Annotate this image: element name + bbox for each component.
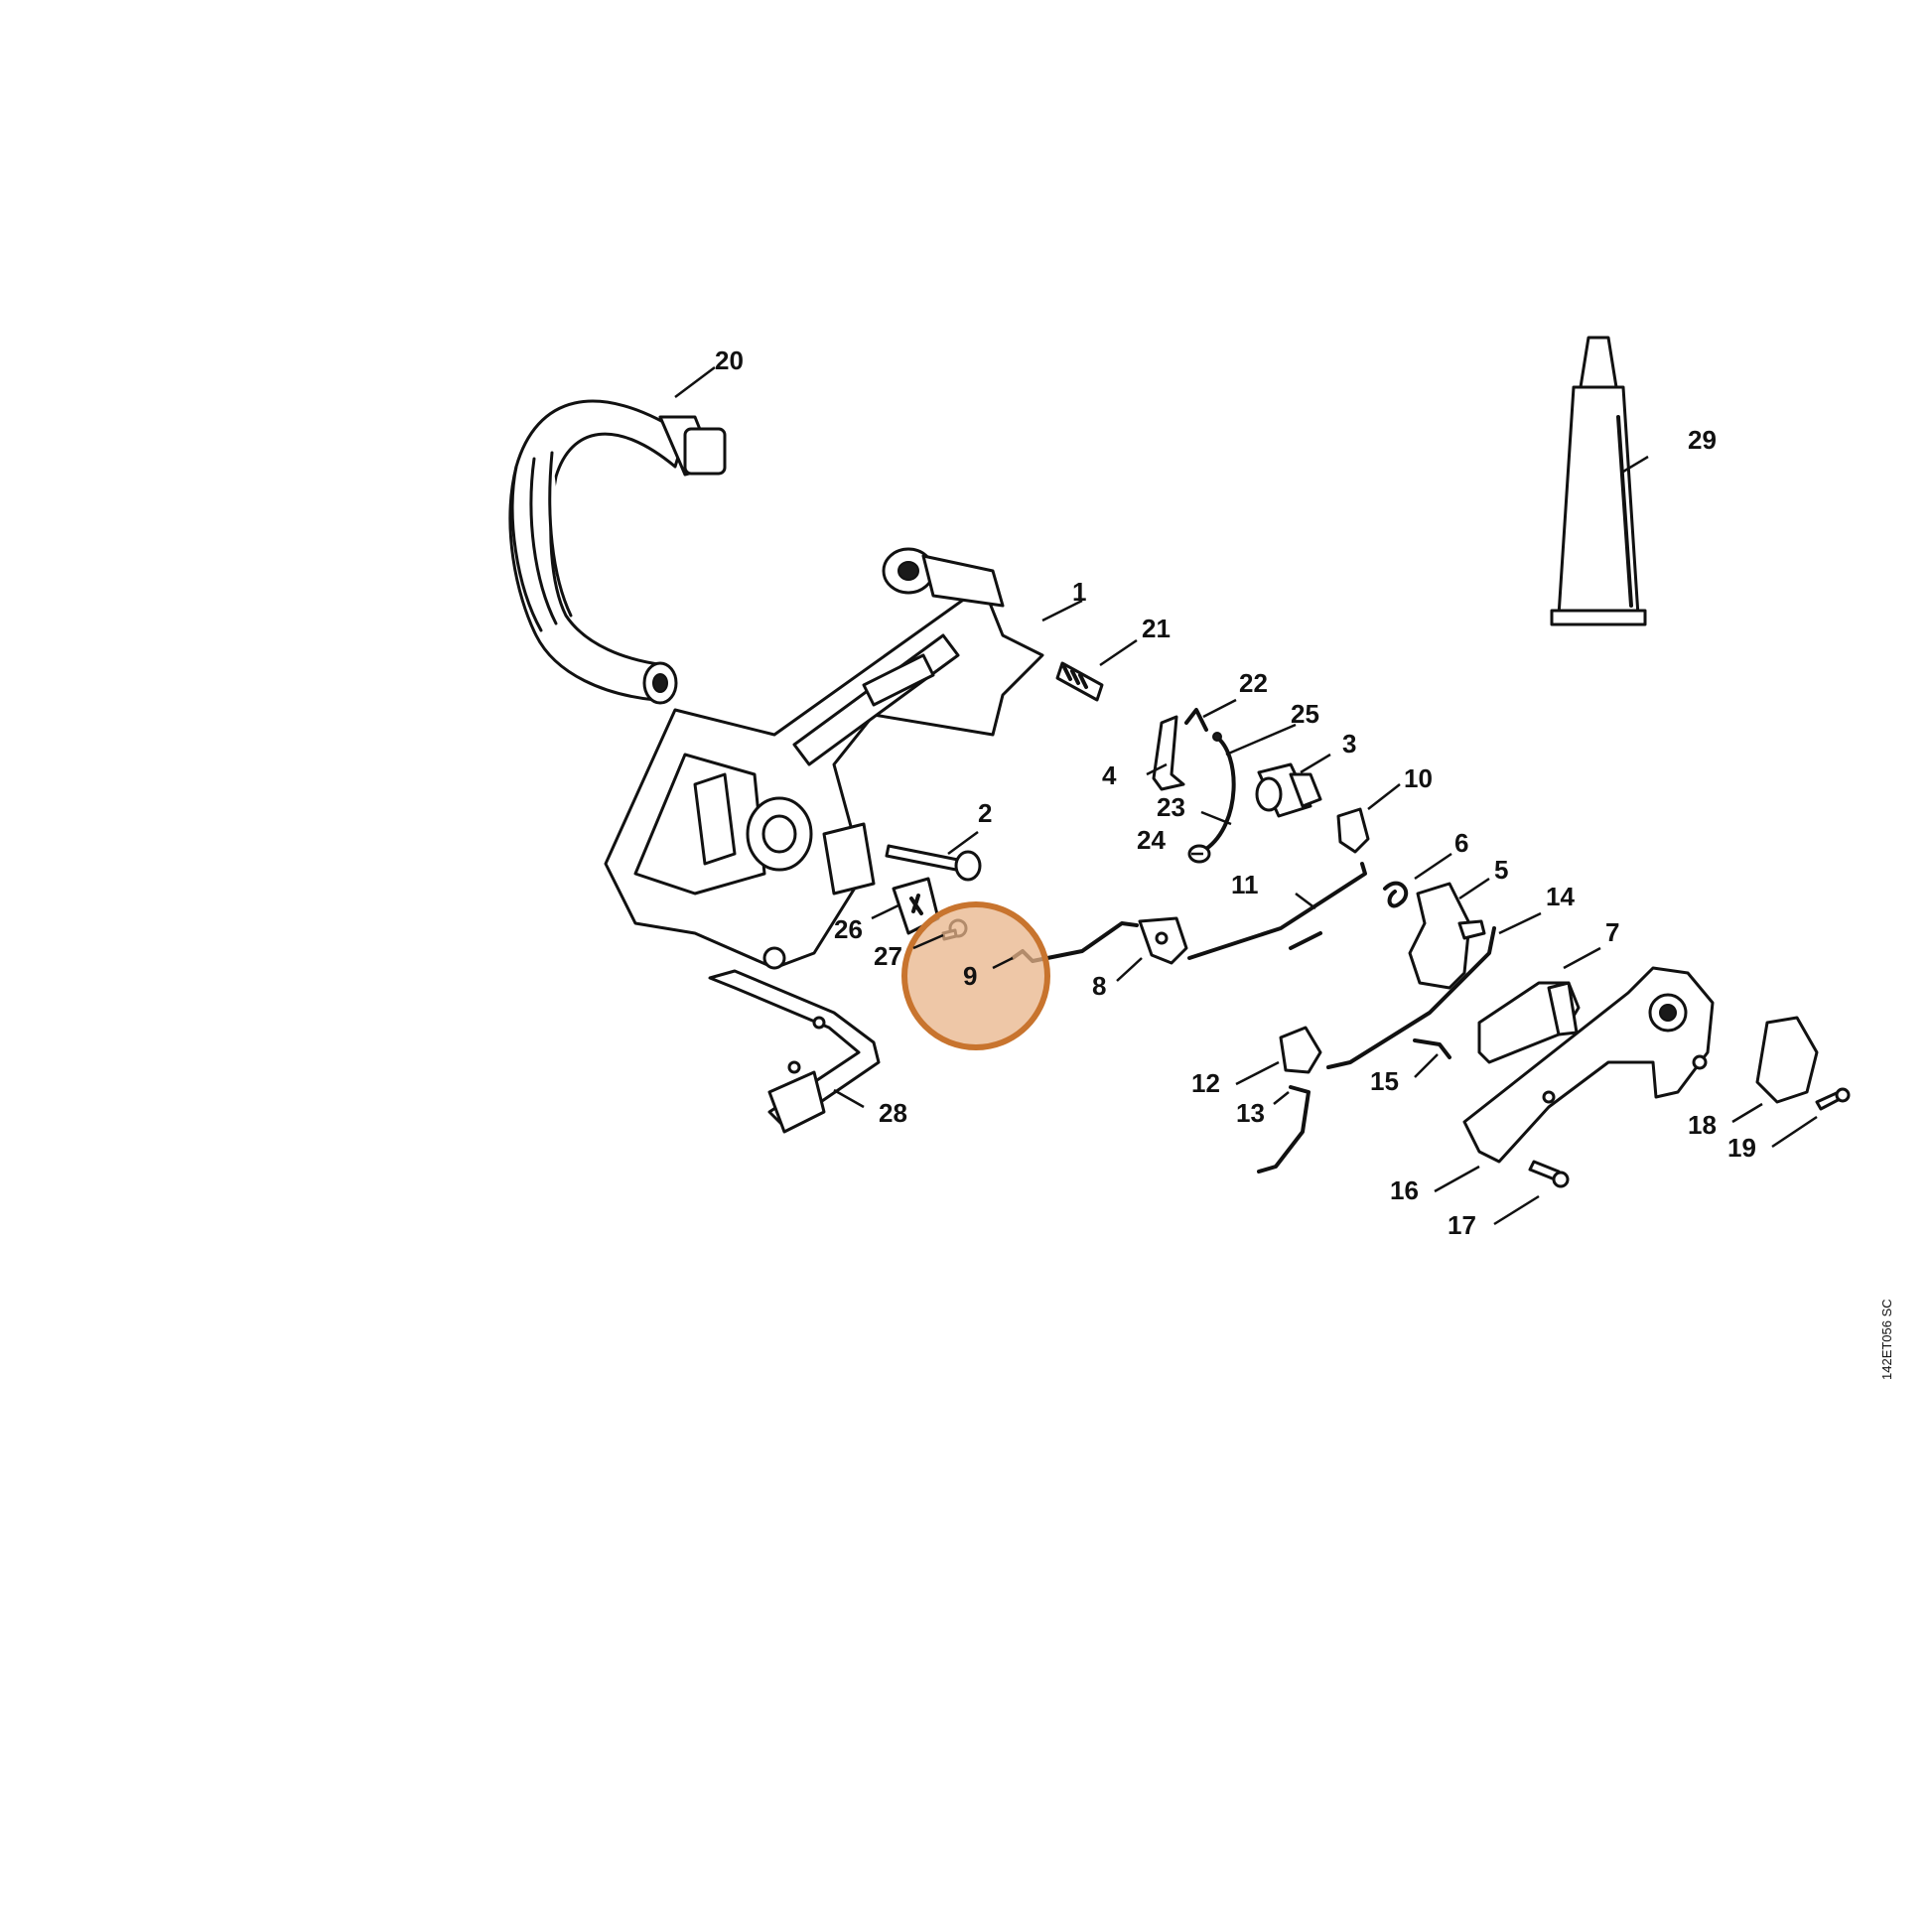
- part-7-cover[interactable]: [1477, 981, 1581, 1064]
- callout-27[interactable]: 27: [874, 941, 902, 971]
- part-28-bracket[interactable]: [708, 969, 881, 1134]
- part-12-cap[interactable]: [1279, 1026, 1322, 1074]
- callout-23[interactable]: 23: [1157, 792, 1185, 822]
- callout-24[interactable]: 24: [1137, 825, 1166, 855]
- callout-29[interactable]: 29: [1688, 425, 1717, 455]
- callout-13[interactable]: 13: [1236, 1098, 1265, 1128]
- part-21-screw[interactable]: [1055, 661, 1104, 702]
- part-2-screw[interactable]: [885, 844, 982, 882]
- part-1-handle-housing[interactable]: [604, 547, 1044, 970]
- callout-17[interactable]: 17: [1448, 1210, 1476, 1240]
- callout-3[interactable]: 3: [1342, 729, 1356, 759]
- reference-code: 142ET056 SC: [1879, 1299, 1894, 1380]
- leader-lines: [674, 366, 1818, 1226]
- callout-28[interactable]: 28: [879, 1098, 907, 1128]
- part-29-grease-tube[interactable]: [1550, 336, 1647, 626]
- callout-1[interactable]: 1: [1072, 577, 1086, 607]
- callout-2[interactable]: 2: [978, 798, 992, 828]
- part-15-spring[interactable]: [1413, 1038, 1451, 1059]
- part-25-23-24-cable[interactable]: [1187, 732, 1236, 864]
- callout-26[interactable]: 26: [834, 914, 863, 944]
- callout-9[interactable]: 9: [963, 961, 977, 991]
- callout-labels: 20 29 1 21 22 25 3 4 10 23 24 2 11 6 5 1…: [715, 345, 1756, 1240]
- part-8-lever[interactable]: [1138, 916, 1188, 965]
- part-4-bracket[interactable]: [1152, 715, 1185, 791]
- part-14-rod[interactable]: [1326, 926, 1496, 1069]
- part-3-switch[interactable]: [1255, 762, 1322, 818]
- callout-12[interactable]: 12: [1191, 1068, 1220, 1098]
- part-17-screw[interactable]: [1528, 1160, 1570, 1188]
- callout-6[interactable]: 6: [1454, 828, 1468, 858]
- part-16-bracket[interactable]: [1462, 966, 1715, 1164]
- callout-16[interactable]: 16: [1390, 1175, 1419, 1205]
- callout-18[interactable]: 18: [1688, 1110, 1717, 1140]
- callout-21[interactable]: 21: [1142, 614, 1171, 643]
- callout-4[interactable]: 4: [1102, 760, 1117, 790]
- part-5-trigger[interactable]: [1408, 882, 1486, 990]
- part-11-rod[interactable]: [1187, 862, 1367, 960]
- callout-8[interactable]: 8: [1092, 971, 1106, 1001]
- callout-15[interactable]: 15: [1370, 1066, 1399, 1096]
- part-18-cap[interactable]: [1755, 1016, 1819, 1104]
- callout-20[interactable]: 20: [715, 345, 744, 375]
- part-22-clip[interactable]: [1184, 708, 1208, 732]
- part-13-rod[interactable]: [1257, 1085, 1311, 1173]
- part-19-screw[interactable]: [1815, 1087, 1851, 1111]
- part-6-spring[interactable]: [1383, 881, 1409, 908]
- callout-7[interactable]: 7: [1605, 917, 1619, 947]
- callout-5[interactable]: 5: [1494, 855, 1508, 885]
- callout-19[interactable]: 19: [1727, 1133, 1756, 1163]
- callout-25[interactable]: 25: [1291, 699, 1319, 729]
- highlight-circle: [901, 901, 1050, 1050]
- callout-14[interactable]: 14: [1546, 882, 1575, 911]
- part-20-handlebar[interactable]: [508, 399, 727, 705]
- part-10-clamp[interactable]: [1336, 807, 1370, 854]
- callout-10[interactable]: 10: [1404, 763, 1433, 793]
- callout-11[interactable]: 11: [1231, 870, 1259, 899]
- callout-22[interactable]: 22: [1239, 668, 1268, 698]
